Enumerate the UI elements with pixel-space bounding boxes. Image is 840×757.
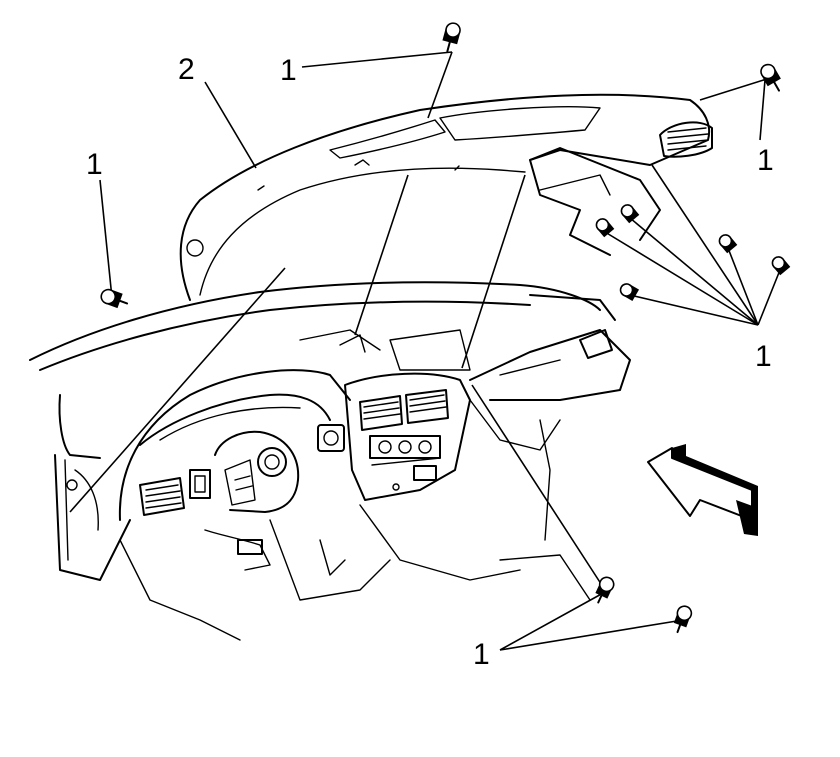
callout-fastener: 1 <box>755 340 772 373</box>
upper-trim-panel <box>179 93 713 301</box>
callout-fastener: 1 <box>473 638 490 671</box>
bolt-icon <box>442 22 461 53</box>
callout-fastener: 1 <box>280 54 297 87</box>
bolt-icon <box>620 204 640 224</box>
center-stack <box>344 372 471 501</box>
bolt-icon <box>100 288 129 309</box>
bolt-icon <box>619 283 640 302</box>
bolt-icon <box>771 256 791 276</box>
left-vent <box>139 477 185 516</box>
bolt-icon <box>595 576 615 604</box>
headlamp-switch <box>317 424 345 452</box>
passenger-side-panel <box>389 294 631 401</box>
bolt-icon <box>595 218 615 238</box>
bolt-icon <box>760 63 781 92</box>
callout-fastener: 1 <box>757 144 774 177</box>
leader-lines <box>69 51 781 651</box>
right-vent-upper <box>659 121 713 158</box>
callout-fastener: 1 <box>86 148 103 181</box>
steering-column <box>204 430 300 571</box>
callout-panel: 2 <box>178 53 195 86</box>
bolt-icon <box>718 234 738 254</box>
bolt-icon <box>673 605 693 634</box>
direction-arrow-icon <box>647 444 758 536</box>
instrument-panel-carrier <box>29 281 631 641</box>
